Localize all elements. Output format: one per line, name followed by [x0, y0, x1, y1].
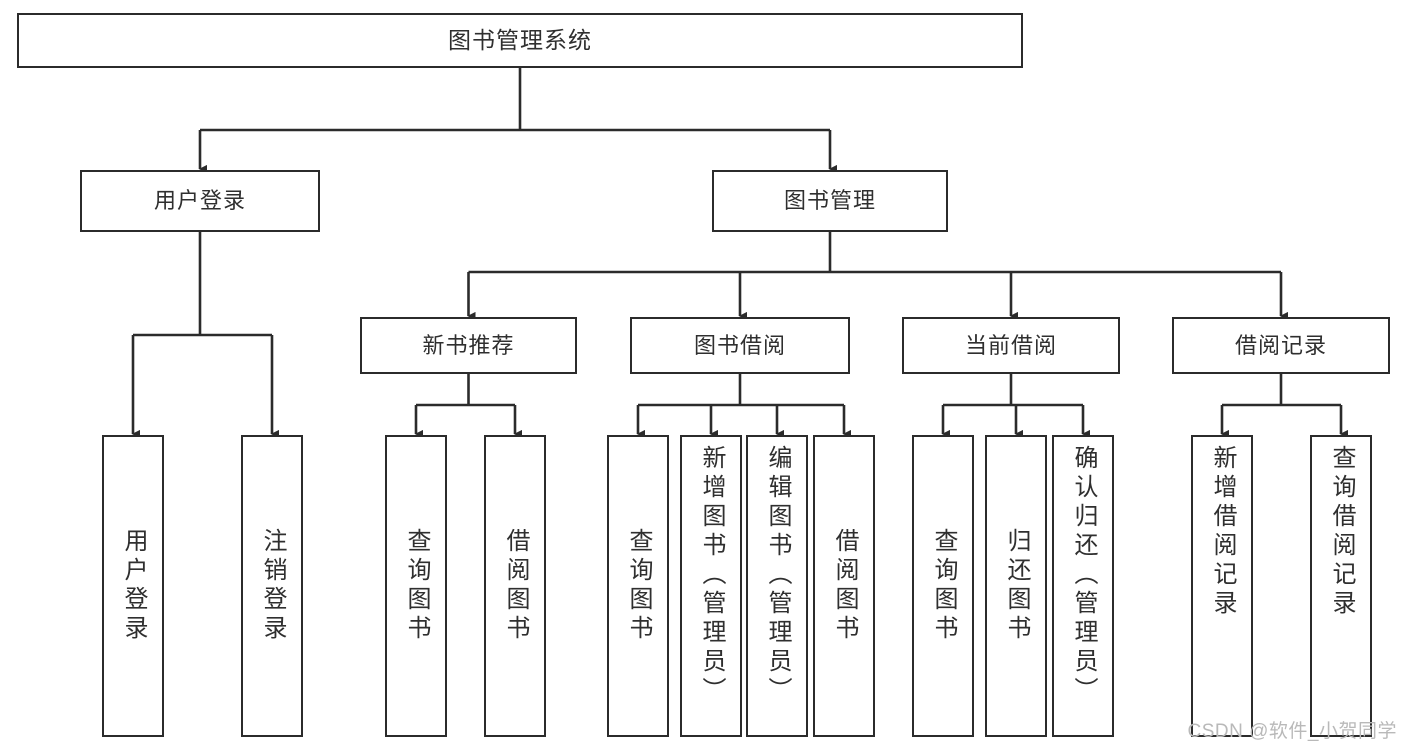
- node-book-management[interactable]: 图书管理: [712, 170, 948, 232]
- node-label: 查询图书: [403, 528, 430, 644]
- leaf-borrow-book-new-recommendation[interactable]: 借阅图书: [484, 435, 546, 737]
- node-label: 查询借阅记录: [1328, 445, 1355, 619]
- node-label: 用户登录: [120, 528, 147, 644]
- node-label: 图书借阅: [693, 332, 786, 358]
- watermark: CSDN @软件_小贺同学: [1187, 721, 1397, 742]
- node-label: 图书管理: [783, 188, 876, 214]
- leaf-query-book-current[interactable]: 查询图书: [912, 435, 974, 737]
- leaf-user-login[interactable]: 用户登录: [102, 435, 164, 737]
- leaf-logout[interactable]: 注销登录: [241, 435, 303, 737]
- node-book-borrowing[interactable]: 图书借阅: [630, 317, 850, 374]
- node-label: 查询图书: [930, 528, 957, 644]
- leaf-query-borrowing-record[interactable]: 查询借阅记录: [1310, 435, 1372, 737]
- node-label: 借阅图书: [502, 528, 529, 644]
- node-label: 查询图书: [625, 528, 652, 644]
- node-label: 确认归还（管理员）: [1070, 445, 1097, 706]
- node-borrowing-records[interactable]: 借阅记录: [1172, 317, 1390, 374]
- node-label: 当前借阅: [964, 332, 1057, 358]
- leaf-edit-book-admin[interactable]: 编辑图书（管理员）: [746, 435, 808, 737]
- node-label: 图书管理系统: [448, 26, 592, 53]
- leaf-query-book-new-recommendation[interactable]: 查询图书: [385, 435, 447, 737]
- node-root-book-management-system[interactable]: 图书管理系统: [17, 13, 1023, 68]
- node-label: 新增图书（管理员）: [698, 445, 725, 706]
- node-label: 编辑图书（管理员）: [764, 445, 791, 706]
- node-label: 新书推荐: [422, 332, 515, 358]
- node-label: 借阅图书: [831, 528, 858, 644]
- leaf-return-book[interactable]: 归还图书: [985, 435, 1047, 737]
- node-user-login[interactable]: 用户登录: [80, 170, 320, 232]
- leaf-borrow-book-borrowing[interactable]: 借阅图书: [813, 435, 875, 737]
- node-label: 新增借阅记录: [1209, 445, 1236, 619]
- leaf-add-borrowing-record[interactable]: 新增借阅记录: [1191, 435, 1253, 737]
- node-label: 借阅记录: [1234, 332, 1327, 358]
- node-new-book-recommendation[interactable]: 新书推荐: [360, 317, 577, 374]
- node-label: 用户登录: [153, 188, 246, 214]
- node-label: 归还图书: [1003, 528, 1030, 644]
- node-current-borrowing[interactable]: 当前借阅: [902, 317, 1120, 374]
- leaf-query-book-borrowing[interactable]: 查询图书: [607, 435, 669, 737]
- node-label: 注销登录: [259, 528, 286, 644]
- leaf-add-book-admin[interactable]: 新增图书（管理员）: [680, 435, 742, 737]
- leaf-confirm-return-admin[interactable]: 确认归还（管理员）: [1052, 435, 1114, 737]
